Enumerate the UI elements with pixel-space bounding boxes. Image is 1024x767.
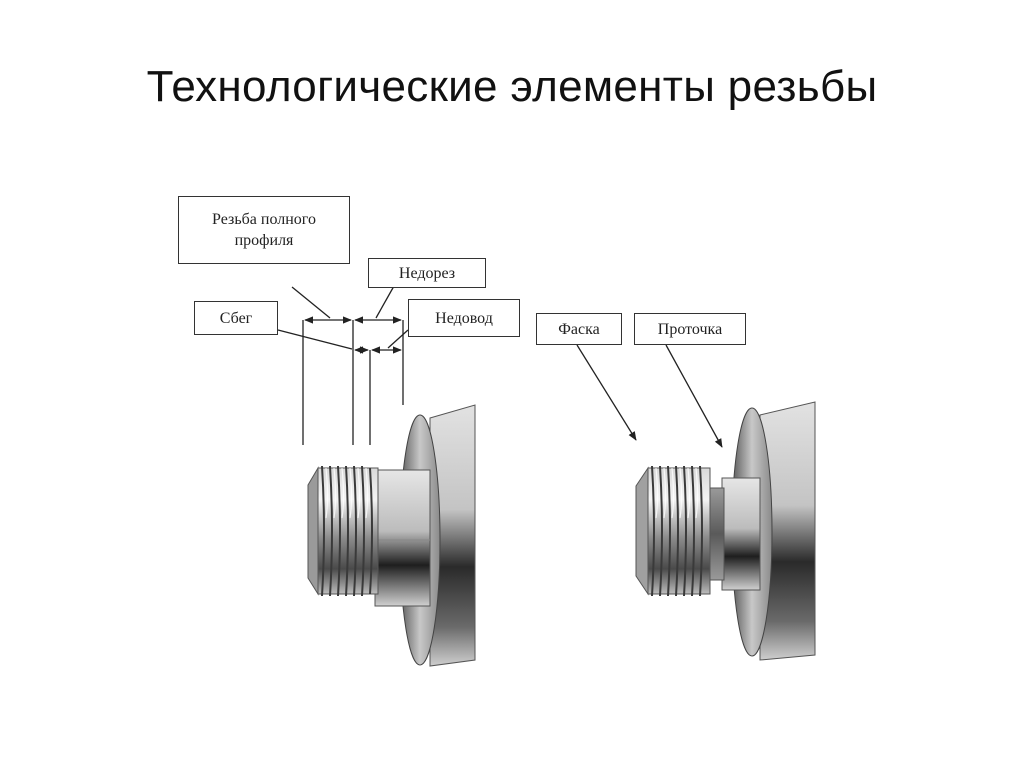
- label-full-profile: Резьба полного профиля: [178, 196, 350, 264]
- arrow-chamfer: [576, 344, 637, 441]
- right-fitting: [635, 401, 816, 661]
- label-runout: Сбег: [194, 301, 278, 335]
- right-arrows: [576, 344, 723, 448]
- label-full-profile-line1: Резьба полного: [212, 211, 316, 228]
- leader-full-profile: [291, 286, 331, 319]
- arrow-groove: [665, 344, 723, 448]
- leader-underdrive: [387, 329, 409, 349]
- leader-runout: [277, 329, 353, 350]
- leader-undercut: [375, 285, 395, 319]
- slide-title: Технологические элементы резьбы: [146, 62, 878, 111]
- left-fitting: [307, 404, 476, 667]
- label-chamfer: Фаска: [536, 313, 622, 345]
- dimension-lines: [277, 285, 409, 445]
- label-groove: Проточка: [634, 313, 746, 345]
- label-undercut: Недорез: [368, 258, 486, 288]
- label-underdrive: Недовод: [408, 299, 520, 337]
- label-full-profile-line2: профиля: [234, 232, 294, 249]
